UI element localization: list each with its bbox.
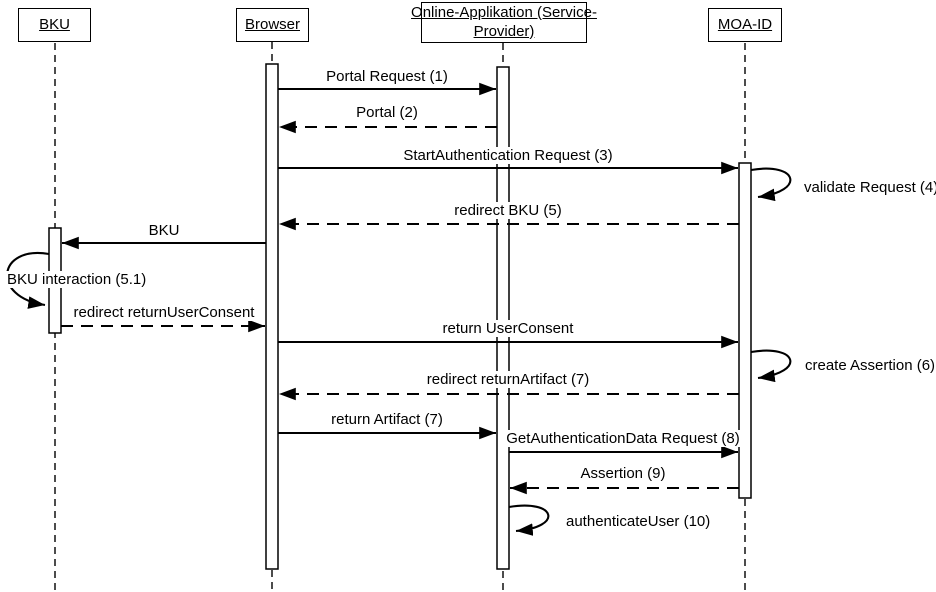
actor-box-online-app: Online-Applikation (Service- Provider) bbox=[411, 2, 597, 43]
message-label-bku-interaction: BKU interaction (5.1) bbox=[5, 271, 149, 288]
actor-label-online-app-line2: Provider) bbox=[473, 22, 535, 40]
actor-box-moa-id: MOA-ID bbox=[708, 8, 782, 42]
message-label-portal-response: Portal (2) bbox=[354, 104, 420, 121]
message-label-bku: BKU bbox=[146, 222, 182, 239]
activation-bar-browser bbox=[265, 63, 279, 570]
message-label-get-authentication-data-request: GetAuthenticationData Request (8) bbox=[504, 430, 742, 447]
activation-bar-moa-id bbox=[738, 162, 752, 499]
self-loop-authenticate-user bbox=[508, 504, 550, 536]
actor-label-moa-id: MOA-ID bbox=[717, 15, 773, 33]
message-label-validate-request: validate Request (4) bbox=[802, 179, 936, 196]
message-label-redirect-return-user-consent: redirect returnUserConsent bbox=[71, 304, 257, 321]
message-label-redirect-bku: redirect BKU (5) bbox=[452, 202, 564, 219]
actor-label-online-app-line1: Online-Applikation (Service- bbox=[411, 3, 597, 21]
self-loop-create-assertion bbox=[750, 349, 792, 383]
message-label-return-user-consent: return UserConsent bbox=[440, 320, 576, 337]
actor-label-bku: BKU bbox=[39, 15, 70, 33]
message-label-authenticate-user: authenticateUser (10) bbox=[564, 513, 713, 530]
message-label-portal-request: Portal Request (1) bbox=[324, 68, 450, 85]
actor-label-browser: Browser bbox=[244, 15, 300, 33]
message-label-redirect-return-artifact: redirect returnArtifact (7) bbox=[424, 371, 592, 388]
actor-box-bku: BKU bbox=[18, 8, 91, 42]
message-label-return-artifact: return Artifact (7) bbox=[329, 411, 445, 428]
actor-box-browser: Browser bbox=[236, 8, 309, 42]
self-loop-validate-request bbox=[750, 167, 792, 202]
message-label-create-assertion: create Assertion (6) bbox=[803, 357, 936, 374]
activation-bar-online-app bbox=[496, 66, 510, 570]
message-label-start-authentication-request: StartAuthentication Request (3) bbox=[401, 147, 615, 164]
message-label-assertion-response: Assertion (9) bbox=[578, 465, 668, 482]
